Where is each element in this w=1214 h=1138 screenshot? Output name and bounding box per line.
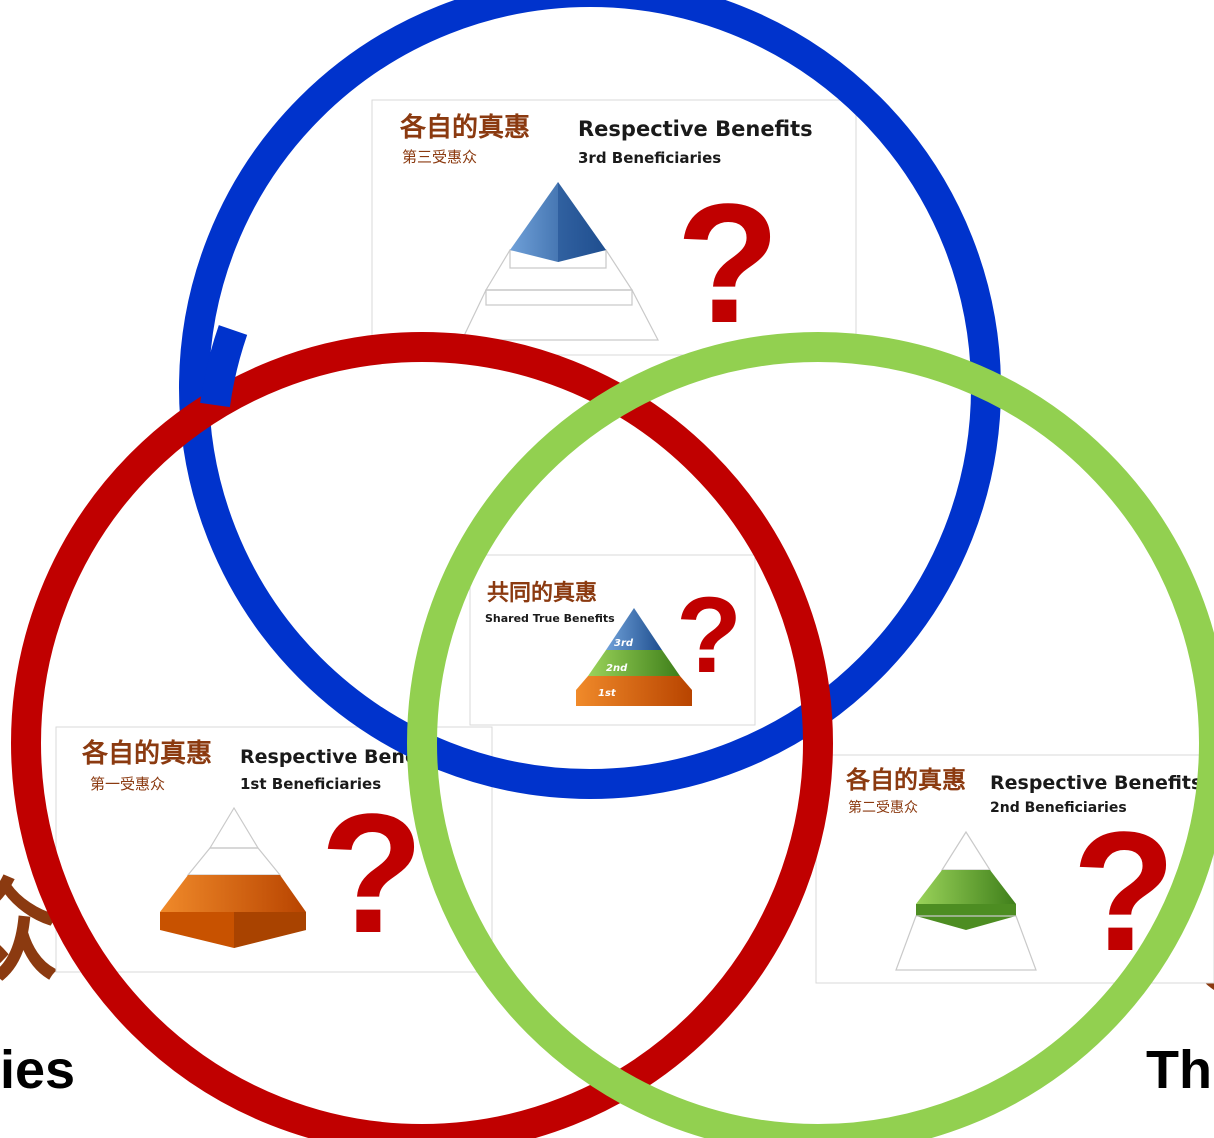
left-card-subtitle-en: 1st Beneficiaries [240, 775, 381, 793]
top-card-title-en: Respective Benefits [578, 117, 813, 141]
center-pyramid-label-1st: 1st [598, 688, 617, 699]
pyramid-base-orange [160, 875, 306, 912]
center-pyramid-label-2nd: 2nd [606, 663, 628, 674]
center-pyramid-tier-1st [576, 676, 692, 706]
right-card-subtitle-cn: 第二受惠众 [848, 799, 918, 816]
left-card-question-mark: ? [320, 779, 424, 969]
pyramid-base-orange-shade [234, 912, 306, 948]
green-ring [407, 332, 1214, 1138]
right-edge-label: Th [1146, 1040, 1212, 1100]
left-card-pyramid [160, 806, 306, 948]
top-card-title-cn: 各自的真惠 [399, 112, 530, 143]
left-card-subtitle-cn: 第一受惠众 [90, 775, 165, 793]
pyramid-top-blue-shade [558, 182, 606, 262]
center-card-title-en: Shared True Benefits [485, 612, 615, 625]
top-card-frame [371, 99, 857, 356]
right-card-subtitle-en: 2nd Beneficiaries [990, 800, 1127, 816]
center-card-title-cn: 共同的真惠 [487, 580, 597, 606]
right-card-pyramid [895, 830, 1037, 971]
center-pyramid-tier-2nd [588, 650, 680, 676]
right-card-title-cn: 各自的真惠 [845, 765, 966, 794]
left-card-title-cn: 各自的真惠 [81, 738, 212, 769]
top-card-subtitle-cn: 第三受惠众 [402, 148, 477, 166]
center-card: 共同的真惠 Shared True Benefits 3rd 2nd 1st ? [469, 554, 756, 726]
pyramid-ghost-bottom [895, 915, 1037, 971]
left-card-title-en: Respective Bene [240, 746, 418, 768]
pyramid-middle-green [916, 870, 1016, 904]
red-ring [11, 332, 833, 1138]
blue-ring-overlap [200, 325, 248, 408]
top-card-pyramid [461, 182, 659, 341]
left-edge-label: ies [0, 1040, 75, 1100]
center-pyramid-label-3rd: 3rd [614, 638, 634, 649]
top-card-question-mark: ? [676, 169, 780, 359]
top-card-subtitle-en: 3rd Beneficiaries [578, 149, 721, 167]
pyramid-middle-green-face [916, 904, 1016, 930]
center-card-pyramid: 3rd 2nd 1st [576, 608, 692, 706]
pyramid-ghost-bottom-face [485, 289, 633, 306]
center-pyramid-tier-3rd [606, 608, 662, 650]
top-card: 各自的真惠 Respective Benefits 第三受惠众 3rd Bene… [371, 99, 857, 359]
right-card-title-en: Respective Benefits [990, 772, 1202, 794]
center-card-question-mark: ? [676, 574, 742, 695]
